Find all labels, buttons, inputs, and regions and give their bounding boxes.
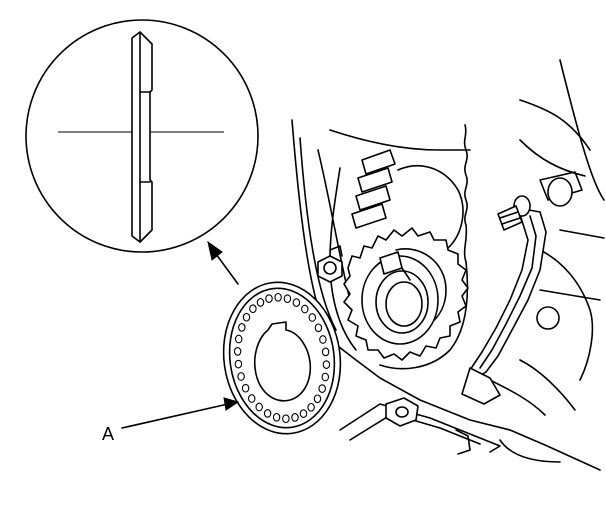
pulse-hole [299, 409, 308, 418]
leader-arrow-icon [223, 397, 240, 411]
pulse-hole [321, 347, 330, 357]
pulse-hole [274, 292, 282, 302]
pulse-hole [291, 413, 299, 422]
pulse-hole [307, 402, 315, 412]
callout-A: A [102, 397, 240, 444]
upper-sprocket [351, 149, 464, 249]
callout-label-A: A [102, 424, 114, 444]
pulse-hole [314, 323, 323, 333]
pulse-hole [313, 394, 322, 404]
crank-cover-bolt [317, 245, 343, 283]
tensioner-bracket [461, 195, 547, 405]
pulse-hole [308, 313, 317, 322]
pulse-hole [301, 304, 309, 314]
pulse-hole [238, 323, 246, 332]
pulse-hole [249, 304, 257, 314]
lower-plate [339, 397, 501, 455]
pulse-hole [318, 384, 326, 393]
pulse-hole [272, 412, 281, 422]
pointer-arrow-icon [207, 240, 239, 285]
pulse-holes [233, 292, 331, 424]
magnifier-detail-circle-icon [25, 19, 259, 253]
crank-pulse-plate [222, 281, 342, 435]
pulse-hole [247, 394, 256, 403]
pulse-hole [234, 359, 243, 369]
pulse-hole [319, 335, 327, 344]
pulse-hole [242, 312, 251, 322]
pulse-hole [292, 298, 301, 307]
pulse-hole [263, 409, 272, 418]
pulse-hole [237, 372, 245, 381]
pulse-hole [283, 294, 292, 304]
pulse-hole [233, 347, 242, 356]
pulse-hole [234, 334, 243, 344]
pulse-hole [322, 360, 331, 369]
pulse-hole [282, 414, 290, 424]
engine-housing [291, 59, 605, 471]
crankshaft-sprocket [343, 227, 469, 361]
pulse-hole [265, 294, 273, 303]
pulse-hole [241, 383, 250, 393]
pulse-hole [321, 372, 330, 382]
pulse-hole [256, 298, 265, 307]
pulse-hole [255, 402, 263, 412]
